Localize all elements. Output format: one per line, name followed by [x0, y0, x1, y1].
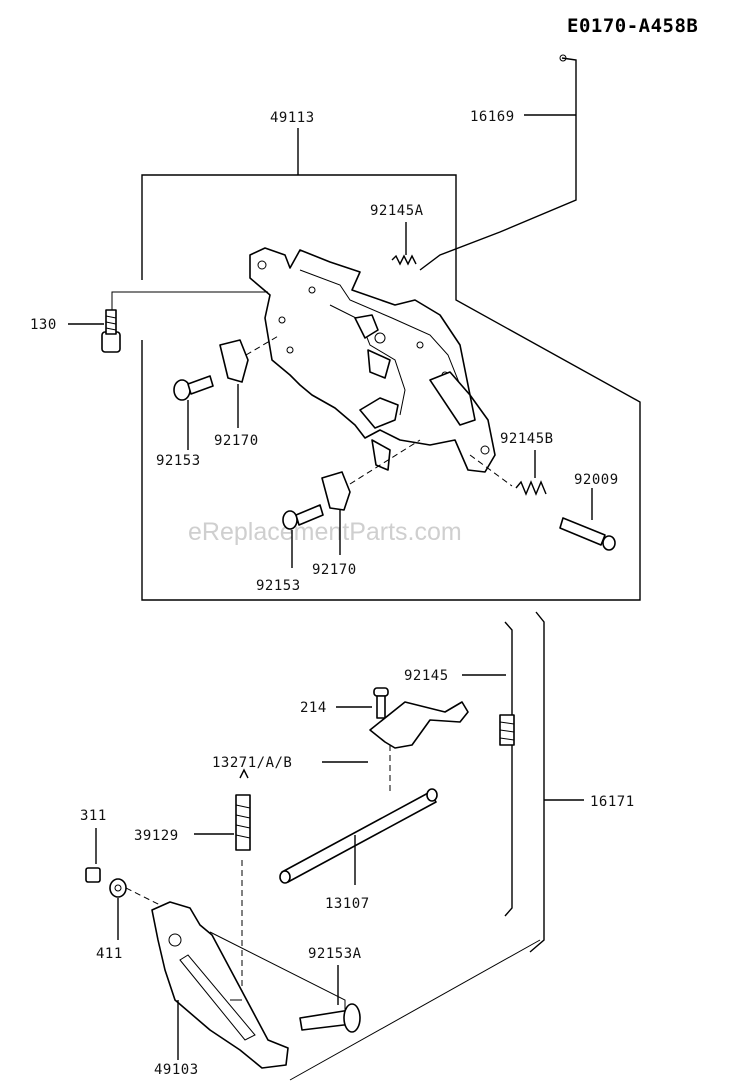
label-92153A: 92153A	[308, 946, 362, 962]
nut-311	[85, 828, 101, 883]
lower-connector-lines	[230, 939, 541, 1081]
screw-92153-top	[173, 375, 214, 450]
label-16171: 16171	[590, 794, 635, 810]
label-92153-mid: 92153	[256, 578, 301, 594]
bolt-130	[68, 291, 268, 353]
part-labels: 16169 49113 92145A 130 92153 92170 92145…	[30, 109, 635, 1078]
lever-49103	[151, 901, 346, 1069]
spring-92145A	[391, 222, 417, 266]
bolt-92153A	[299, 965, 361, 1033]
link-rod-16169	[419, 54, 577, 271]
label-13271: 13271/A/B	[212, 755, 292, 771]
clip-92170-top	[219, 334, 281, 428]
washer-411	[109, 878, 161, 940]
plate-13271	[322, 701, 469, 763]
screw-92153-mid	[282, 504, 324, 568]
label-39129: 39129	[134, 828, 179, 844]
label-92145A: 92145A	[370, 203, 424, 219]
control-plate-bracket	[249, 247, 496, 473]
label-16169: 16169	[470, 109, 515, 125]
label-49113: 49113	[270, 110, 315, 126]
shaft-13107	[279, 745, 438, 885]
watermark: eReplacementParts.com	[188, 518, 462, 546]
label-92170-mid: 92170	[312, 562, 357, 578]
assembly-frame-49113	[141, 128, 641, 601]
diagram-reference-code: E0170-A458B	[567, 15, 698, 37]
rod-16171	[529, 611, 584, 953]
label-311: 311	[80, 808, 107, 824]
label-92145B: 92145B	[500, 431, 554, 447]
label-92145: 92145	[404, 668, 449, 684]
label-92153-top: 92153	[156, 453, 201, 469]
label-13107: 13107	[325, 896, 370, 912]
label-130: 130	[30, 317, 57, 333]
label-49103: 49103	[154, 1062, 199, 1078]
pin-92009	[559, 488, 616, 551]
spring-39129	[194, 768, 251, 1000]
bolt-214	[336, 687, 389, 719]
label-92170-top: 92170	[214, 433, 259, 449]
spring-92145B	[469, 450, 547, 496]
clip-92170-mid	[321, 439, 421, 555]
label-411: 411	[96, 946, 123, 962]
label-214: 214	[300, 700, 327, 716]
spring-92145	[462, 621, 515, 917]
label-92009: 92009	[574, 472, 619, 488]
